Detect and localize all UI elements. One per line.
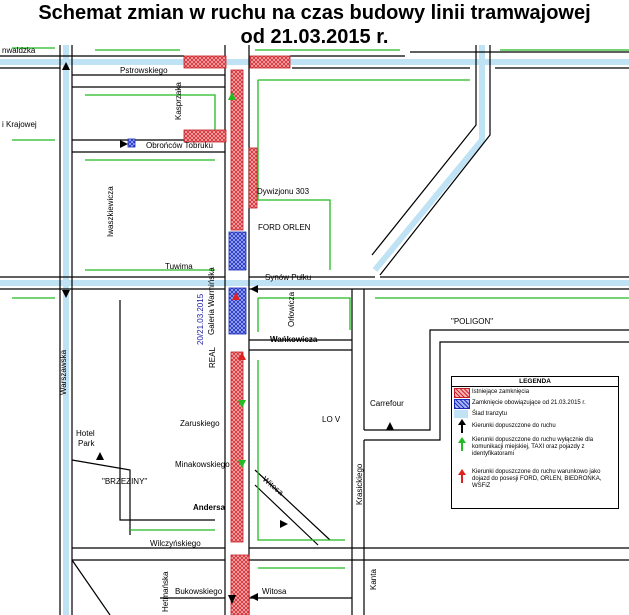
street-minakowskiego: Minakowskiego	[175, 460, 230, 469]
street-orlowicza: Orłowicza	[287, 291, 296, 327]
street-kasprzaka: Kasprzaka	[174, 82, 183, 120]
street-obroncow: Obrońców Tobruku	[146, 141, 213, 150]
transit-trace	[0, 45, 629, 615]
place-carrefour: Carrefour	[370, 399, 404, 408]
existing-closures	[183, 55, 291, 615]
legend-title: LEGENDA	[452, 377, 618, 387]
street-iwaszkiewicza: Iwaszkiewicza	[106, 186, 115, 237]
street-krasickiego: Krasickiego	[355, 463, 364, 505]
traffic-arrows	[62, 62, 394, 604]
legend-swatch-existing	[454, 388, 470, 398]
street-wankowicza: Wańkowicza	[270, 335, 318, 344]
street-nawadzka: nwaldzka	[2, 46, 36, 55]
place-hotel: Hotel	[76, 429, 95, 438]
street-synow-pulku: Synów Pułku	[265, 273, 311, 282]
map-subtitle: od 21.03.2015 r.	[240, 26, 389, 48]
street-hetmanska: Hetmańska	[161, 571, 170, 612]
legend-label-transit-only: Kierunki dopuszczone do ruchu wyłącznie …	[472, 437, 594, 457]
legend-label-new: Zamknięcie obowiązujące od 21.03.2015 r.	[472, 400, 586, 406]
bus-arrows	[228, 92, 246, 468]
road-network	[0, 45, 629, 615]
legend-swatch-new	[454, 399, 470, 409]
legend-label-transit: Ślad tranzytu	[472, 411, 508, 417]
street-wilczynskiego: Wilczyńskiego	[150, 539, 201, 548]
street-kanta: Kanta	[369, 569, 378, 590]
legend: LEGENDA Istniejące zamknięcia Zamknięcie…	[451, 376, 619, 509]
street-warszawska: Warszawska	[59, 349, 68, 395]
place-brzeziny: "BRZEZINY"	[102, 477, 147, 486]
legend-label-allowed: Kierunki dopuszczone do ruchu	[472, 423, 556, 429]
legend-label-conditional: Kierunki dopuszczone do ruchu warunkowo …	[472, 469, 602, 489]
place-ford-orlen: FORD ORLEN	[258, 223, 311, 232]
conditional-arrows	[232, 292, 246, 360]
street-tuwima: Tuwima	[165, 262, 193, 271]
place-park: Park	[78, 439, 95, 448]
street-dywizjonu: Dywizjonu 303	[257, 187, 310, 196]
place-polygon: "POLIGON"	[451, 317, 493, 326]
new-closures	[127, 138, 247, 335]
legend-arrow-red-icon	[458, 469, 466, 483]
street-bukowskiego: Bukowskiego	[175, 587, 223, 596]
map-title: Schemat zmian w ruchu na czas budowy lin…	[38, 2, 591, 24]
street-pstrowskiego: Pstrowskiego	[120, 66, 168, 75]
legend-arrow-black-icon	[458, 419, 466, 433]
street-galeria-warminska: Galeria Warmińska	[207, 267, 216, 335]
street-krajowej: i Krajowej	[2, 120, 37, 129]
legend-label-existing: Istniejące zamknięcia	[472, 389, 530, 395]
legend-arrow-green-icon	[458, 437, 466, 451]
street-andersa: Andersa	[193, 503, 226, 512]
street-witosa: Witosa	[262, 587, 287, 596]
place-lov: LO V	[322, 415, 341, 424]
legend-swatch-transit	[454, 410, 468, 418]
green-block-edges	[12, 47, 629, 569]
street-zaruskiego: Zaruskiego	[180, 419, 220, 428]
place-real: REAL	[208, 347, 217, 368]
closure-date-marker: 20/21.03.2015	[196, 293, 205, 345]
